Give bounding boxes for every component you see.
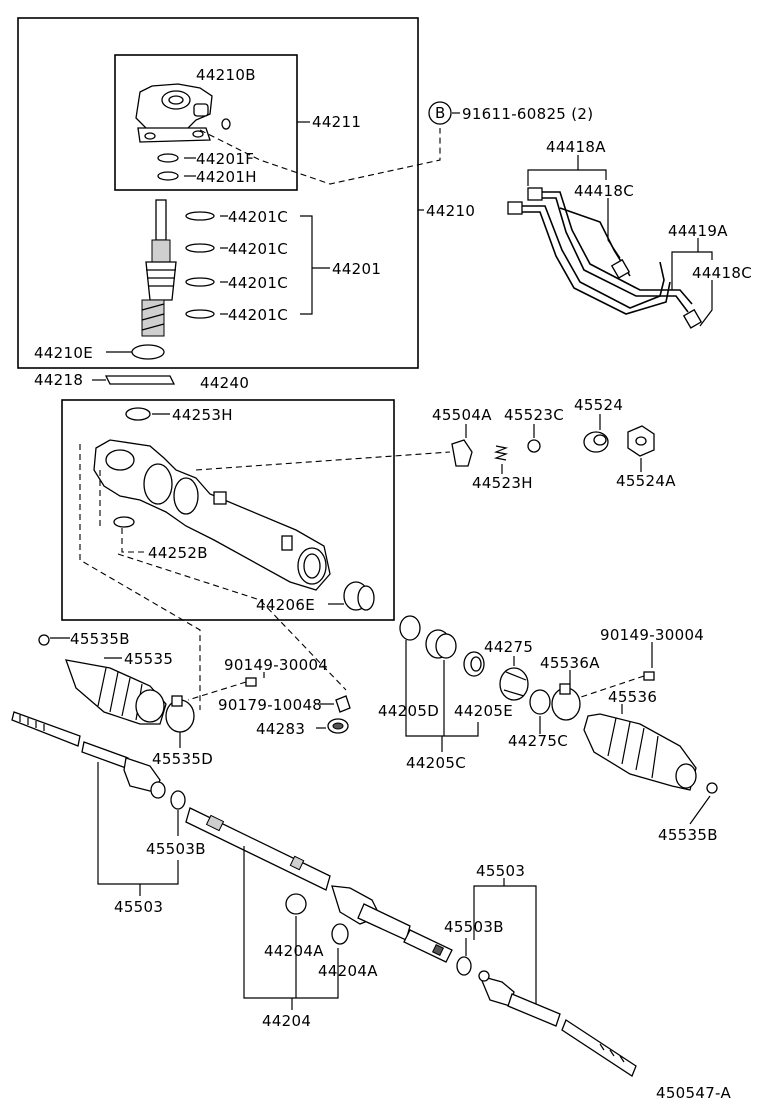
part-44283-illustration xyxy=(327,718,349,734)
cap-90179-illustration xyxy=(335,695,351,713)
gasket-44218-illustration xyxy=(104,375,176,385)
clamp-45535D-illustration xyxy=(165,695,195,733)
label-90149-30004-left: 90149-30004 xyxy=(224,656,328,674)
label-44240: 44240 xyxy=(200,374,249,392)
clip-45535B-right-illustration xyxy=(706,782,718,794)
label-91611-60825: 91611-60825 (2) xyxy=(462,105,593,123)
label-44205C: 44205C xyxy=(406,754,466,772)
label-44283: 44283 xyxy=(256,720,305,738)
label-45503B-right: 45503B xyxy=(444,918,504,936)
footer-diagram-code: 450547-A xyxy=(656,1084,731,1102)
part-44253H-illustration xyxy=(125,407,151,421)
boot-45535-illustration xyxy=(65,659,167,725)
label-44201H: 44201H xyxy=(196,168,257,186)
label-44201C-1: 44201C xyxy=(228,208,288,226)
label-44523H: 44523H xyxy=(472,474,533,492)
tie-rod-right-illustration xyxy=(478,970,637,1077)
label-44275: 44275 xyxy=(484,638,533,656)
part-45503B-left-illustration xyxy=(170,790,186,810)
rack-bar-illustration xyxy=(185,807,453,963)
clamp-45536A-illustration xyxy=(551,683,581,721)
part-45503B-right-illustration xyxy=(456,956,472,976)
label-45503-right: 45503 xyxy=(476,862,525,880)
spring-44523H-illustration xyxy=(493,445,509,461)
label-45535B-right: 45535B xyxy=(658,826,718,844)
label-44253H: 44253H xyxy=(172,406,233,424)
label-44275C: 44275C xyxy=(508,732,568,750)
label-45524A: 45524A xyxy=(616,472,676,490)
bolt-90149-right-illustration xyxy=(577,671,655,699)
part-44205C-illustration xyxy=(425,629,457,659)
part-44205E-illustration xyxy=(463,651,485,677)
part-44201F-illustration xyxy=(157,153,179,163)
label-44418C-1: 44418C xyxy=(574,182,634,200)
valve-housing-illustration xyxy=(135,83,213,143)
part-44275-illustration xyxy=(499,667,529,701)
seal-rings-44201C xyxy=(185,211,215,319)
label-44205E: 44205E xyxy=(454,702,513,720)
label-45535: 45535 xyxy=(124,650,173,668)
label-45535B-left: 45535B xyxy=(70,630,130,648)
frame-44240 xyxy=(61,399,395,621)
label-45524: 45524 xyxy=(574,396,623,414)
label-44201C-3: 44201C xyxy=(228,274,288,292)
frame-44210 xyxy=(17,17,419,369)
label-44211: 44211 xyxy=(312,113,361,131)
boot-45536-illustration xyxy=(583,713,697,791)
label-44418C-2: 44418C xyxy=(692,264,752,282)
label-44201F: 44201F xyxy=(196,150,254,168)
label-45503B-left: 45503B xyxy=(146,840,206,858)
label-44201: 44201 xyxy=(332,260,381,278)
label-44204A-right: 44204A xyxy=(318,962,378,980)
bolt-90149-left-illustration xyxy=(187,677,257,701)
label-45503-left: 45503 xyxy=(114,898,163,916)
label-45535D: 45535D xyxy=(152,750,213,768)
label-44218: 44218 xyxy=(34,371,83,389)
label-90149-30004-right: 90149-30004 xyxy=(600,626,704,644)
part-44206E-illustration xyxy=(343,581,375,611)
label-44419A: 44419A xyxy=(668,222,728,240)
part-44210E-illustration xyxy=(131,344,165,360)
label-45504A: 45504A xyxy=(432,406,492,424)
label-44418A: 44418A xyxy=(546,138,606,156)
pressure-tubes-illustration xyxy=(507,187,703,329)
label-44201C-4: 44201C xyxy=(228,306,288,324)
part-44252B-illustration xyxy=(113,516,135,528)
label-44252B: 44252B xyxy=(148,544,208,562)
label-45536: 45536 xyxy=(608,688,657,706)
rack-housing-illustration xyxy=(93,439,331,591)
part-44204A-right-illustration xyxy=(331,923,349,945)
label-44205D: 44205D xyxy=(378,702,439,720)
clip-45535B-left-illustration xyxy=(38,634,50,646)
bolt-b-callout-circle xyxy=(428,101,452,125)
part-44275C-illustration xyxy=(529,689,551,715)
bolt-b-letter: B xyxy=(435,104,446,122)
label-45523C: 45523C xyxy=(504,406,564,424)
part-44210B-illustration xyxy=(221,118,231,130)
label-45536A: 45536A xyxy=(540,654,600,672)
label-90179-10048: 90179-10048 xyxy=(218,696,322,714)
part-45524-illustration xyxy=(583,431,609,453)
label-44204A-left: 44204A xyxy=(264,942,324,960)
pinion-shaft-illustration xyxy=(141,199,177,337)
label-44210E: 44210E xyxy=(34,344,93,362)
label-44204: 44204 xyxy=(262,1012,311,1030)
label-44210: 44210 xyxy=(426,202,475,220)
part-45504A-illustration xyxy=(451,439,473,467)
label-44201C-2: 44201C xyxy=(228,240,288,258)
label-44210B: 44210B xyxy=(196,66,256,84)
part-44201H-illustration xyxy=(157,171,179,181)
tie-rod-left-illustration xyxy=(11,711,166,799)
part-44204A-left-illustration xyxy=(285,893,307,915)
label-44206E: 44206E xyxy=(256,596,315,614)
part-44205D-illustration xyxy=(399,615,421,641)
part-45523C-illustration xyxy=(527,439,541,453)
